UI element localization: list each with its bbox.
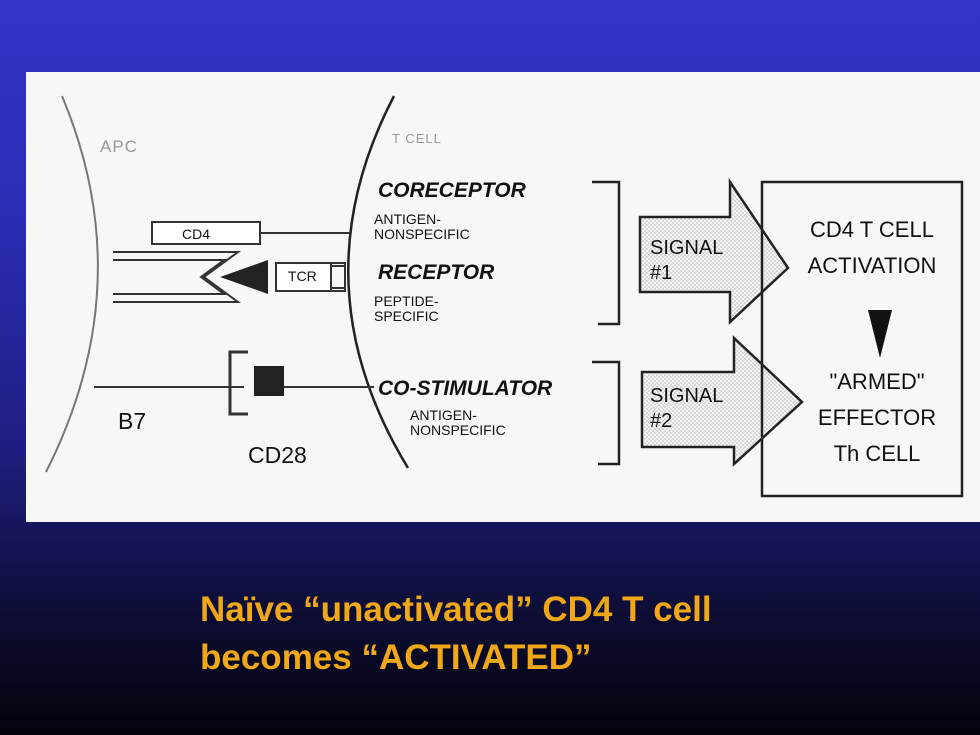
signal1-label: SIGNAL #1 <box>650 237 724 284</box>
bracket-signal1 <box>592 180 621 326</box>
activation-box <box>760 180 964 498</box>
cd28-bracket <box>228 350 248 416</box>
signal1-arrow <box>638 177 790 325</box>
caption-line-2: becomes “ACTIVATED” <box>200 638 592 677</box>
receptor-desc: PEPTIDE- SPECIFIC <box>374 293 439 324</box>
diagram-graphics <box>45 95 964 498</box>
caption: Naïve “unactivated” CD4 T cell becomes “… <box>200 586 940 682</box>
costimulator-desc: ANTIGEN- NONSPECIFIC <box>410 407 506 438</box>
activation-label: CD4 T CELL ACTIVATION <box>807 217 937 278</box>
coreceptor-title: CORECEPTOR <box>378 179 526 202</box>
caption-line-1: Naïve “unactivated” CD4 T cell <box>200 590 712 629</box>
cd28-block <box>254 366 284 396</box>
armed-effector-label: "ARMED" EFFECTOR Th CELL <box>817 369 937 466</box>
peptide-mark <box>220 260 268 294</box>
signal2-label: SIGNAL #2 <box>650 385 724 432</box>
coreceptor-desc: ANTIGEN- NONSPECIFIC <box>374 211 470 242</box>
costimulator-title: CO-STIMULATOR <box>378 377 553 400</box>
down-arrow-icon <box>868 310 892 358</box>
apc-membrane <box>45 95 99 473</box>
bracket-signal2 <box>592 360 621 466</box>
b7-label: B7 <box>118 408 147 434</box>
receptor-title: RECEPTOR <box>378 261 495 284</box>
tcell-membrane <box>347 95 410 469</box>
tcr-label: TCR <box>288 268 317 284</box>
tcell-label: T CELL <box>392 131 442 146</box>
cd4-label: CD4 <box>182 226 211 242</box>
cd28-label: CD28 <box>248 442 307 468</box>
diagram-panel: APC T CELL CORECEPTOR ANTIGEN- NONSPECIF… <box>26 72 980 522</box>
tcr-stem <box>330 262 346 292</box>
tcr-mhc-complex <box>113 251 242 303</box>
apc-label: APC <box>100 137 138 156</box>
